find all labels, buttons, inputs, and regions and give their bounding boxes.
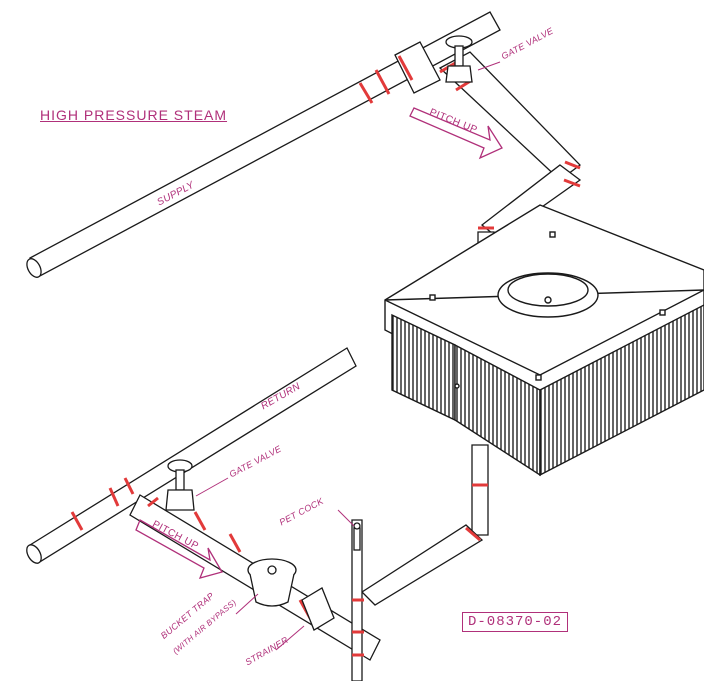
strainer: [301, 587, 335, 631]
leader-lines: [195, 61, 501, 651]
pet-cock: [353, 522, 361, 551]
page-title: HIGH PRESSURE STEAM: [40, 107, 228, 123]
drawing-number: D-08370-02: [462, 612, 569, 632]
bucket-trap: [247, 558, 297, 607]
pitch-up-arrow-top: [409, 107, 503, 160]
return-fittings: [70, 477, 488, 657]
supply-pipe: [26, 11, 501, 278]
pitch-up-arrow-bottom: [135, 519, 223, 579]
unit-heater: [384, 204, 704, 477]
gate-valve-bottom: [165, 459, 195, 511]
gate-valve-top: [445, 35, 473, 83]
